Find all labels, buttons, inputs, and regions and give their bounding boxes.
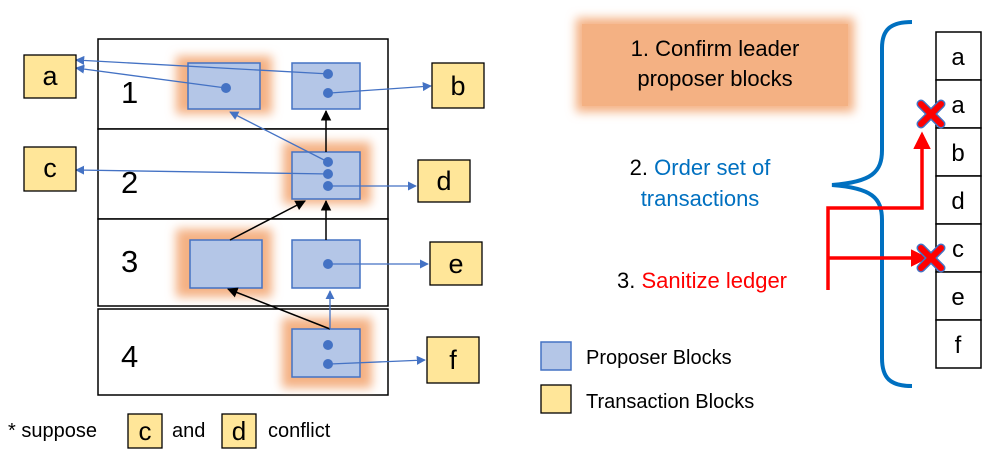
tx-block-c xyxy=(23,146,77,192)
ledger-cell xyxy=(935,319,982,369)
proposer-blocks xyxy=(187,62,361,378)
tx-block-b-label: b xyxy=(450,71,465,101)
ledger-entry: a xyxy=(951,92,965,119)
proposer-block-l3-left xyxy=(189,239,263,289)
step-3-line: 3. Sanitize ledger xyxy=(617,268,787,293)
note-tx-c-label: c xyxy=(139,416,152,446)
ledger-entry: d xyxy=(951,188,964,215)
proposer-block-l1-right xyxy=(291,62,361,110)
tx-block-d-label: d xyxy=(436,166,451,196)
step-2-text-1: Order set of xyxy=(654,155,771,180)
tx-block-c-label: c xyxy=(43,153,57,183)
note-tx-d-label: d xyxy=(232,416,246,446)
proposer-block-l4 xyxy=(291,328,361,378)
ref-l1left-to-a xyxy=(75,64,227,89)
ledger-entry: c xyxy=(952,236,964,263)
tx-block-d xyxy=(417,159,471,203)
tx-references xyxy=(75,55,432,365)
note-tx-d xyxy=(221,413,257,449)
ledger-cell xyxy=(935,31,982,81)
step-2-line-1: 2. Order set of xyxy=(630,155,772,180)
ref-l1right-to-b xyxy=(329,82,432,94)
level-label-2: 2 xyxy=(121,165,138,200)
dot xyxy=(323,181,333,191)
dot xyxy=(323,169,333,179)
step-1: 1. Confirm leader proposer blocks xyxy=(576,18,854,112)
legend-transaction-swatch xyxy=(540,384,572,414)
legend-proposer-label: Proposer Blocks xyxy=(586,347,732,369)
ledger-entry: b xyxy=(951,140,964,167)
note-mid: and xyxy=(172,420,205,442)
dot xyxy=(323,69,333,79)
step-3-prefix: 3. xyxy=(617,268,635,293)
step-3: 3. Sanitize ledger xyxy=(617,268,787,293)
tx-block-e-label: e xyxy=(448,249,463,279)
step-2-prefix: 2. xyxy=(630,155,648,180)
transaction-blocks: a b c d e f xyxy=(23,54,485,384)
dot xyxy=(221,83,231,93)
ledger-entry: f xyxy=(955,332,962,359)
step-3-text: Sanitize ledger xyxy=(641,268,787,293)
tx-block-a-label: a xyxy=(42,61,58,91)
sanitize-arrows xyxy=(826,131,931,290)
sanitize-arrow-upper xyxy=(826,131,931,290)
ledger: a a b d c e f xyxy=(935,31,982,369)
level-label-1: 1 xyxy=(121,75,138,110)
dot xyxy=(323,340,333,350)
cross-icon xyxy=(916,243,946,273)
ledger-entry: a xyxy=(951,44,965,71)
level-label-3: 3 xyxy=(121,244,138,279)
ledger-bracket xyxy=(831,20,913,388)
link-l3left-to-l2 xyxy=(229,200,306,241)
step-1-box xyxy=(582,24,848,106)
link-l4-to-l3left xyxy=(227,287,331,330)
step-1-line-1: 1. Confirm leader xyxy=(631,36,800,61)
tx-block-a xyxy=(23,54,77,99)
dot xyxy=(323,259,333,269)
ledger-entry: e xyxy=(951,284,964,311)
reference-dots xyxy=(221,69,333,369)
ref-l2-to-c xyxy=(75,165,331,175)
tx-block-b xyxy=(431,62,485,109)
note-suffix: conflict xyxy=(268,420,331,442)
ledger-cross-1 xyxy=(916,99,946,129)
tx-block-f xyxy=(426,336,480,384)
step-1-line-2: proposer blocks xyxy=(637,66,792,91)
parent-links xyxy=(227,109,332,330)
step-2: 2. Order set of transactions xyxy=(630,155,772,211)
ref-l4-to-f xyxy=(329,355,426,365)
tx-block-e xyxy=(429,241,483,286)
ledger-cross-2 xyxy=(916,243,946,273)
legend-transaction-label: Transaction Blocks xyxy=(586,391,754,413)
note-prefix: * suppose xyxy=(8,420,97,442)
level-label-4: 4 xyxy=(121,339,138,374)
note-tx-c xyxy=(127,413,163,449)
legend-proposer-swatch xyxy=(540,341,572,371)
ledger-cell xyxy=(935,271,982,321)
ledger-cell xyxy=(935,127,982,177)
dot xyxy=(323,157,333,167)
conflict-note: * suppose c and d conflict xyxy=(8,413,331,449)
step-2-line-2: transactions xyxy=(641,186,760,211)
dot xyxy=(323,88,333,98)
tx-block-f-label: f xyxy=(449,345,457,375)
cross-icon xyxy=(916,99,946,129)
ref-l1right-to-a xyxy=(75,55,331,75)
legend: Proposer Blocks Transaction Blocks xyxy=(540,341,754,414)
ref-l2-to-l1left xyxy=(229,111,329,163)
dot xyxy=(323,359,333,369)
